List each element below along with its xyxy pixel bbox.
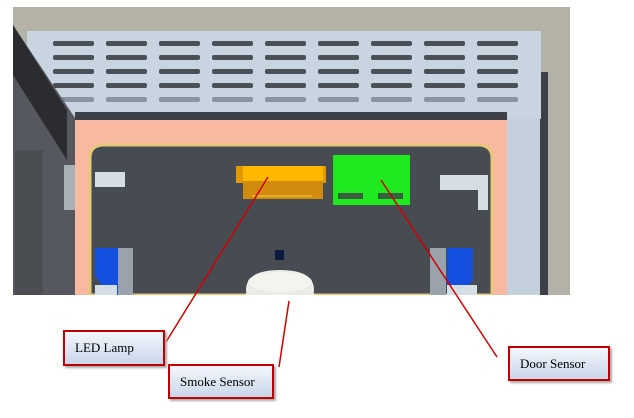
- vent-slot: [318, 55, 359, 60]
- vent-slot: [212, 97, 253, 102]
- led-lamp: [243, 166, 323, 181]
- vent-slot: [159, 55, 200, 60]
- vent-slot: [265, 69, 306, 74]
- vent-slot: [53, 55, 94, 60]
- vent-slot: [371, 69, 412, 74]
- label-door-sensor: Door Sensor: [508, 346, 610, 381]
- vent-slot: [318, 69, 359, 74]
- vent-slot: [159, 69, 200, 74]
- vent-slot: [371, 41, 412, 46]
- vent-slot: [477, 69, 518, 74]
- vent-slot: [53, 69, 94, 74]
- vent-slot: [371, 55, 412, 60]
- vent-slot: [106, 97, 147, 102]
- vent-slot: [106, 69, 147, 74]
- vent-slot: [212, 55, 253, 60]
- label-led-lamp: LED Lamp: [63, 330, 165, 366]
- vent-slot: [212, 83, 253, 88]
- vent-slot: [424, 97, 465, 102]
- vent-slot: [371, 83, 412, 88]
- vent-slot: [318, 41, 359, 46]
- vent-slot: [318, 97, 359, 102]
- vent-slot: [212, 69, 253, 74]
- vent-slot: [53, 41, 94, 46]
- rail-left: [118, 248, 133, 295]
- vent-slot: [424, 83, 465, 88]
- vent-slot: [477, 83, 518, 88]
- callout-line-door-sensor: [380, 179, 498, 358]
- vent-slot: [371, 97, 412, 102]
- vent-slot: [477, 97, 518, 102]
- vent-slot: [53, 83, 94, 88]
- vent-slot: [159, 83, 200, 88]
- vent-slot: [318, 83, 359, 88]
- vent-slot: [106, 41, 147, 46]
- vent-slot: [265, 97, 306, 102]
- vent-slot: [212, 41, 253, 46]
- right-column: [507, 118, 540, 295]
- vent-slot: [265, 83, 306, 88]
- vent-slot: [424, 55, 465, 60]
- cabinet-side: [540, 72, 548, 295]
- vent-slot: [265, 55, 306, 60]
- callout-line-smoke-sensor: [278, 300, 290, 368]
- vent-slot: [106, 55, 147, 60]
- vent-slot: [477, 55, 518, 60]
- rail-right: [430, 248, 446, 295]
- callout-line-led-lamp: [165, 176, 269, 343]
- vent-slot: [159, 97, 200, 102]
- vent-slot: [159, 41, 200, 46]
- vent-slot: [424, 69, 465, 74]
- label-smoke-sensor: Smoke Sensor: [168, 364, 274, 399]
- vent-slot: [424, 41, 465, 46]
- vent-slots: [53, 41, 518, 102]
- vent-slot: [477, 41, 518, 46]
- vent-slot: [106, 83, 147, 88]
- vent-slot: [265, 41, 306, 46]
